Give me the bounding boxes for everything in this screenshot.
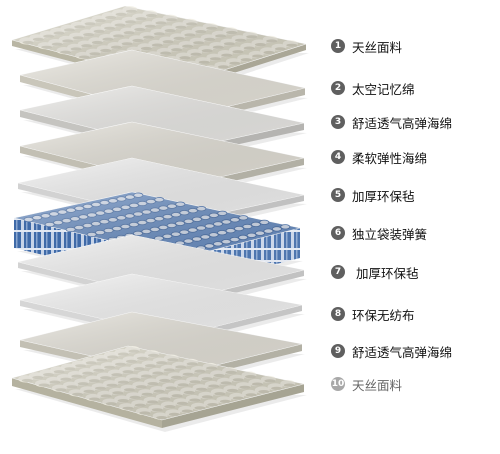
layer-right-edge: [162, 384, 304, 428]
layer-top-shading: [20, 50, 305, 118]
layer-name: 天丝面料: [352, 39, 403, 55]
layer-right-edge-shade: [162, 384, 304, 428]
number-badge: 1: [331, 39, 345, 53]
layer-top-shading: [18, 235, 304, 301]
layer-label-8: 8 环保无纺布: [331, 305, 415, 323]
layer-name: 加厚环保毡: [356, 265, 419, 281]
layer-name: 太空记忆绵: [352, 81, 415, 97]
layer-label-3: 3 舒适透气高弹海绵: [331, 113, 452, 131]
layer-top-shading: [20, 274, 302, 336]
layer-top-shading: [14, 192, 300, 258]
layer-label-4: 4 柔软弹性海绵: [331, 148, 427, 166]
layer-name: 环保无纺布: [352, 307, 415, 323]
layer-label-5: 5 加厚环保毡: [331, 186, 415, 204]
layer-name: 天丝面料: [352, 377, 403, 393]
layer-name: 独立袋装弹簧: [352, 226, 428, 242]
layer-label-1: 1 天丝面料: [331, 37, 402, 55]
number-badge: 10: [331, 377, 345, 391]
layer-label-10: 10 天丝面料: [331, 375, 402, 393]
layer-left-edge: [12, 378, 162, 428]
layer-label-7: 7 加厚环保毡: [331, 263, 419, 281]
layer-name: 加厚环保毡: [352, 188, 415, 204]
number-badge: 9: [331, 344, 345, 358]
number-badge: 5: [331, 188, 345, 202]
layer-10-quilted-fabric: [10, 345, 307, 432]
layer-name: 舒适透气高弹海绵: [352, 115, 453, 131]
layer-top-shading: [18, 158, 304, 222]
layer-label-2: 2 太空记忆绵: [331, 79, 415, 97]
number-badge: 7: [331, 265, 345, 279]
layer-top-shading: [12, 346, 304, 420]
layer-name: 舒适透气高弹海绵: [352, 344, 453, 360]
layer-label-6: 6 独立袋装弹簧: [331, 224, 427, 242]
number-badge: 2: [331, 81, 345, 95]
layer-top-shading: [20, 86, 304, 150]
number-badge: 3: [331, 115, 345, 129]
layer-name: 柔软弹性海绵: [352, 150, 428, 166]
number-badge: 6: [331, 226, 345, 240]
layer-1-quilted-fabric: [10, 5, 309, 94]
layer-label-9: 9 舒适透气高弹海绵: [331, 342, 452, 360]
number-badge: 4: [331, 150, 345, 164]
layer-top-shading: [20, 122, 304, 186]
layer-top-shading: [12, 6, 306, 84]
number-badge: 8: [331, 307, 345, 321]
layer-top-shading: [20, 312, 302, 375]
